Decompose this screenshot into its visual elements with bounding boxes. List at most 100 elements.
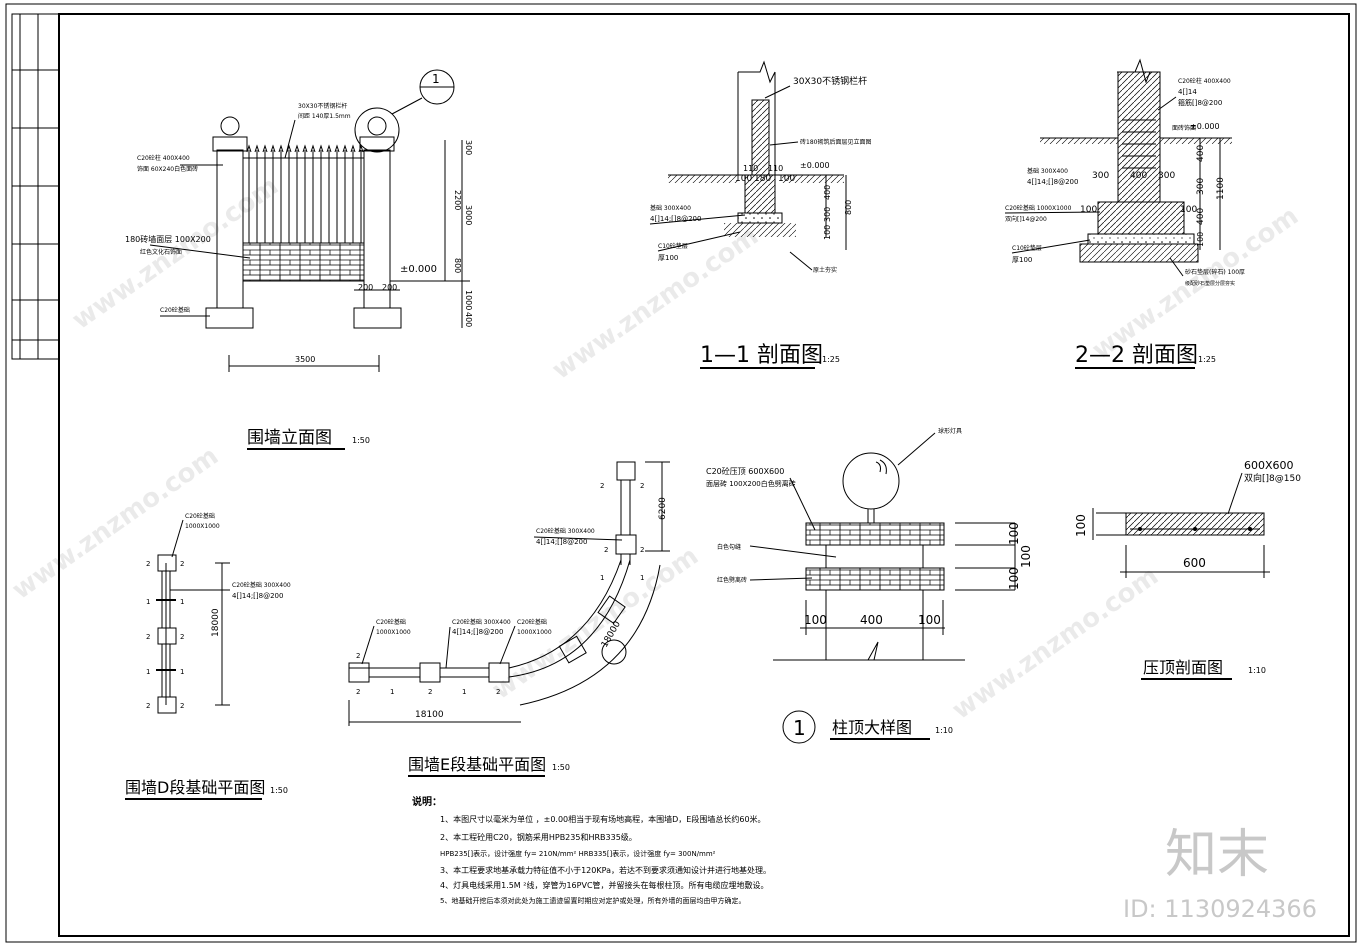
- section-mark: 1: [180, 668, 184, 676]
- section-mark: 1: [146, 668, 150, 676]
- cap-brick-layer: [805, 522, 945, 546]
- label-joint-white: 白色勾缝: [717, 543, 741, 551]
- dim-22-h5: 1100: [1216, 177, 1226, 200]
- label-brick-finish: 红色文化石饰面: [140, 248, 182, 256]
- railing-spike: [262, 144, 268, 153]
- gravel-section: [1079, 243, 1199, 263]
- dim-rail: 2200: [453, 190, 462, 210]
- section-mark: 2: [356, 652, 360, 660]
- label-gravelnote-22: 级配砂石垫层分层夯实: [1185, 280, 1235, 287]
- label-pad-11: C10砼垫层: [658, 242, 688, 250]
- railing-spike: [358, 144, 364, 153]
- label-base-11: 基础 300X400: [650, 204, 691, 212]
- dim-d-length: 18000: [211, 608, 221, 637]
- brand-logo: 知末: [1165, 825, 1269, 885]
- railing: [246, 144, 364, 243]
- cap-brick-layer: [805, 567, 945, 591]
- railing-spike: [294, 144, 300, 153]
- level-label: ±0.000: [400, 264, 437, 275]
- dim-11-a: 100: [735, 174, 752, 184]
- label-rebar-11: 4[]14;[]8@200: [650, 215, 701, 223]
- note-item: 4、灯具电线采用1.5M ²线，穿管为16PVC管，并留接头在每根柱顶。所有电缆…: [440, 880, 769, 890]
- right-footing: [353, 307, 402, 329]
- label-level-22: ±0.000: [1190, 122, 1220, 131]
- planE-scale: 1:50: [552, 763, 570, 772]
- dim-cap-h2: 100: [1019, 545, 1033, 568]
- label-cap: C20砼压顶 600X600: [706, 466, 784, 476]
- dim-22-b: 400: [1130, 171, 1147, 181]
- railing-spike: [326, 144, 332, 153]
- label-d-footing: C20砼基础: [185, 512, 215, 520]
- dim-total: 3000: [464, 205, 473, 225]
- railing-spike: [334, 144, 340, 153]
- column-section: [1117, 71, 1161, 203]
- watermark: www.znzmo.com: [947, 561, 1164, 726]
- section-mark: 2: [146, 633, 150, 641]
- label-brick-wall: 180砖墙面层 100X200: [125, 234, 211, 244]
- footing-square: [597, 595, 626, 625]
- dim-footing: 400: [464, 312, 473, 327]
- label-d-footing-size: 1000X1000: [185, 523, 220, 530]
- label-gravel-22: 砂石垫层(碎石) 100厚: [1185, 268, 1245, 276]
- cap-ball: [367, 116, 387, 136]
- planE-title: 围墙E段基础平面图: [408, 755, 546, 774]
- label-lamp: 球形灯具: [938, 427, 962, 435]
- cap-ball: [220, 116, 240, 136]
- railing-spike: [310, 144, 316, 153]
- plan-d: 2 2 2 2 2 2 1 1 1 1 18000 C20砼基础 1000X10…: [125, 512, 291, 800]
- railing-spike: [254, 144, 260, 153]
- elevation-scale: 1:50: [352, 436, 370, 445]
- footing-square: [157, 696, 177, 714]
- section-1-1: 30X30不锈钢栏杆 砖180砌筑后面层见立面图 ±0.000 100 180 …: [649, 60, 871, 369]
- section-mark: 2: [180, 702, 184, 710]
- section-mark: 1: [180, 598, 184, 606]
- section-2-2: C20砼柱 400X400 4[]14 箍筋[]8@200 面砖饰面 ±0.00…: [1004, 58, 1245, 369]
- dim-col-b: 200: [382, 283, 397, 292]
- dim-11-b: 180: [754, 174, 771, 184]
- label-padthk-11: 厚100: [658, 254, 678, 262]
- label-cap-finish: 面层砖 100X200白色劈离砖: [706, 479, 796, 488]
- dim-22-h1: 400: [1196, 145, 1206, 162]
- left-footing: [205, 307, 254, 329]
- dim-11-e: 110: [768, 164, 783, 173]
- label-footing: C20砼基础: [160, 306, 190, 314]
- lamp-globe: [842, 452, 900, 510]
- inner-frame: [58, 13, 1350, 937]
- dim-11-h4: 800: [844, 200, 853, 215]
- wall-elevation: ±0.000 300 2200 3000 800 1000 400 3500 2…: [125, 69, 473, 450]
- dim-span: 3500: [295, 355, 315, 364]
- section-mark: 2: [146, 702, 150, 710]
- brick-wall: [242, 242, 365, 282]
- dim-cap-h3: 100: [1007, 567, 1021, 590]
- section22-scale: 1:25: [1198, 355, 1216, 364]
- label-joint-red: 红色劈离砖: [717, 576, 747, 584]
- label-level-11: ±0.000: [800, 161, 830, 170]
- railing-spike: [318, 144, 324, 153]
- label-e-base2rebar: 4[]14;[]8@200: [536, 538, 587, 546]
- dim-wall: 800: [453, 258, 462, 273]
- column-cap-detail: 100 100 100 100 400 100 球形灯具 C20砼压顶 600X…: [706, 427, 1033, 744]
- section-mark: 2: [604, 546, 608, 554]
- label-rebar-22: 4[]14: [1178, 88, 1197, 96]
- label-railing-spacing: 间距 140厚1.5mm: [298, 112, 351, 120]
- label-pad-22: C10砼垫层: [1012, 244, 1042, 252]
- plan-e: 18100 18000 6200 C20砼基础 1000X1000 C20砼基础…: [348, 461, 670, 777]
- footing-square: [558, 635, 587, 664]
- dim-cap-w1: 100: [804, 613, 827, 627]
- dim-11-d: 110: [743, 164, 758, 173]
- note-item: 5、地基础开挖后本须对此处为施工遗迹留置时期应对定护或处理，所有外墙的面层均由甲…: [440, 896, 745, 905]
- footing-square: [348, 662, 370, 683]
- label-coping-size: 600X600: [1244, 459, 1294, 472]
- general-notes: 说明： 1、本图尺寸以毫米为单位 ，±0.00相当于现有场地高程，本围墙D，E段…: [412, 795, 771, 905]
- dim-22-a: 300: [1092, 171, 1109, 181]
- label-footing-22: C20砼基础 1000X1000: [1005, 204, 1072, 212]
- railing-spike: [302, 144, 308, 153]
- dim-coping-thk: 100: [1074, 514, 1088, 537]
- label-railing: 30X30不锈钢栏杆: [298, 102, 347, 110]
- label-e-footing2: C20砼基础: [517, 618, 547, 626]
- label-padthk-22: 厚100: [1012, 256, 1032, 264]
- footing-square: [615, 534, 637, 555]
- footing-square: [419, 662, 441, 683]
- railing-spike: [278, 144, 284, 153]
- planD-scale: 1:50: [270, 786, 288, 795]
